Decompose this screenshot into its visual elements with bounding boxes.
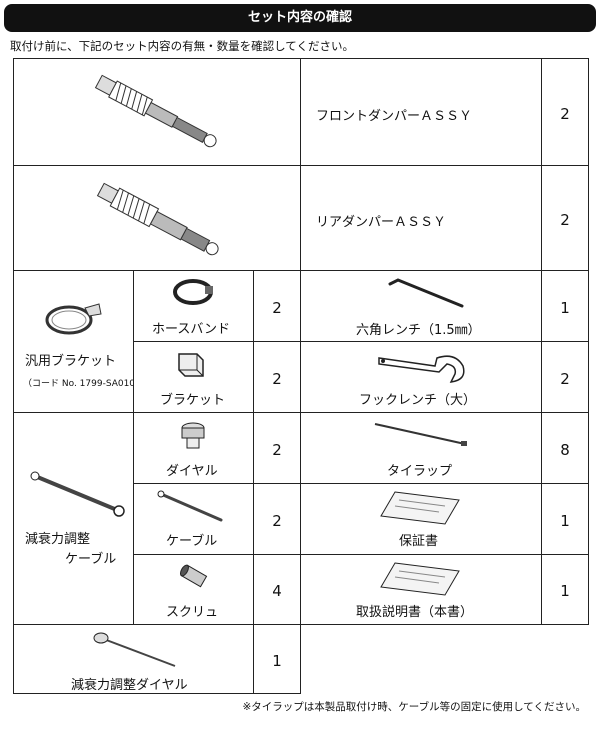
cable-icon [30,471,125,517]
damping-dial-qty-cell [253,624,301,694]
dial-label: ダイヤル [166,464,218,479]
damping-dial-cell [13,624,254,694]
tie-wrap-label: タイラップ [387,464,453,479]
screw-label: スクリュ [166,605,219,620]
coilover-icon [94,74,217,148]
cable-qty-cell [253,483,301,555]
bracket-label: ブラケット [160,393,226,408]
bracket-qty-cell [253,341,301,413]
bracket-cell [133,341,254,413]
bracket-group-label: 汎用ブラケット [25,354,117,369]
cable-group-cell [13,412,134,625]
warranty-qty-cell [541,483,589,555]
cable-group-label-2: ケーブル [65,552,117,567]
hex-wrench-icon [388,278,464,308]
hook-wrench-label: フックレンチ（大） [359,393,477,408]
section-header: セット内容の確認 [4,4,596,32]
coilover-icon [96,182,219,256]
cable-group-label-1: 減衰力調整 [25,532,91,547]
footnote: ※タイラップは本製品取付け時、ケーブル等の固定に使用してください。 [242,701,586,713]
rear-damper-qty: 2 [560,211,570,229]
contents-table: フロントダンパーＡＳＳＹ 2 リアダンパーＡＳＳＹ 2 汎用ブラケット （コード… [13,58,589,694]
hose-band-icon [173,279,213,305]
screw-qty: 4 [272,582,282,600]
document-icon [380,562,460,596]
manual-label: 取扱説明書（本書） [356,605,474,620]
hose-band-qty-cell [253,270,301,342]
hook-wrench-qty: 2 [560,370,570,388]
screw-icon [180,564,208,588]
manual-qty: 1 [560,582,570,600]
cable-cell [133,483,254,555]
bracket-icon [178,353,204,377]
bracket-group-cell [13,270,134,413]
cable-qty: 2 [272,512,282,530]
hex-wrench-label: 六角レンチ（1.5㎜） [356,323,481,338]
cable-label: ケーブル [166,534,218,549]
warranty-qty: 1 [560,512,570,530]
hex-wrench-qty: 1 [560,299,570,317]
hook-wrench-cell [300,341,542,413]
rear-damper-label-cell [300,165,542,271]
screw-cell [133,554,254,625]
dial-icon [93,632,176,667]
cable-icon [157,490,223,522]
document-icon [380,491,460,525]
hook-wrench-qty-cell [541,341,589,413]
front-damper-qty: 2 [560,105,570,123]
front-damper-label: フロントダンパーＡＳＳＹ [316,109,473,124]
warranty-label: 保証書 [399,534,439,549]
intro-text: 取付け前に、下記のセット内容の有無・数量を確認してください。 [10,39,354,53]
manual-qty-cell [541,554,589,625]
hose-band-label: ホースバンド [152,322,231,337]
tie-wrap-cell [300,412,542,484]
tie-wrap-icon [374,423,467,446]
hook-wrench-icon [378,355,465,383]
bracket-group-code: （コード No. 1799-SA010） [23,379,145,389]
hose-band-icon [45,303,102,335]
hex-wrench-qty-cell [541,270,589,342]
dial-icon [181,422,205,449]
hose-band-qty: 2 [272,299,282,317]
tie-wrap-qty: 8 [560,441,570,459]
rear-damper-label: リアダンパーＡＳＳＹ [316,215,447,230]
damping-dial-qty: 1 [272,652,282,670]
damping-dial-label: 減衰力調整ダイヤル [71,678,188,693]
dial-qty: 2 [272,441,282,459]
bracket-qty: 2 [272,370,282,388]
rear-damper-qty-cell [541,165,589,271]
front-damper-qty-cell [541,58,589,166]
